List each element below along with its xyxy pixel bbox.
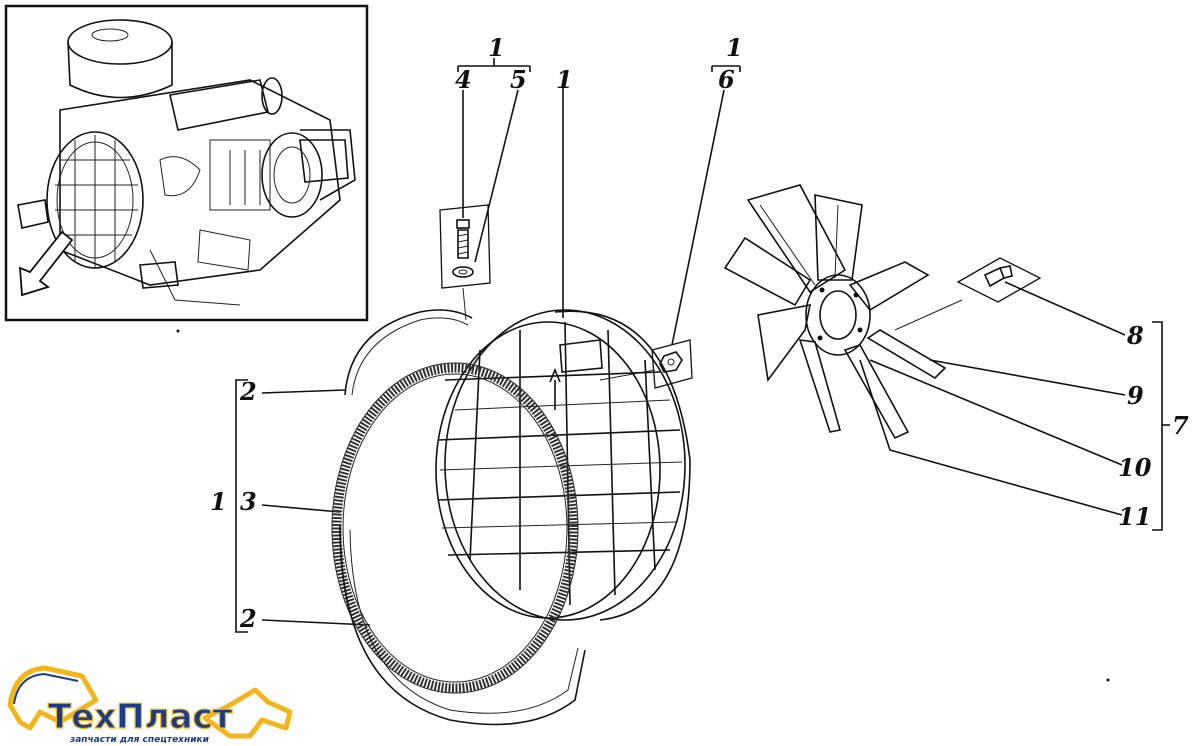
callout-9: 9 — [1127, 381, 1144, 410]
fan-shroud-drawing — [435, 309, 691, 621]
callout-labels: 1 4 5 1 1 6 2 1 3 2 8 9 7 10 11 — [210, 33, 1189, 633]
bolt-detail — [956, 257, 1042, 303]
callout-7: 7 — [1172, 411, 1189, 440]
seal-ring-drawing — [331, 362, 579, 694]
logo-name: ТехПласт — [48, 697, 233, 737]
engine-inset-drawing — [4, 4, 369, 322]
fan-blades-drawing — [723, 184, 947, 440]
arrow-icon — [18, 230, 74, 297]
callout-6: 6 — [718, 65, 735, 94]
callout-8: 8 — [1126, 321, 1144, 350]
retaining-strips-drawing — [339, 309, 586, 726]
callout-1-left: 1 — [210, 487, 227, 516]
callout-2-upper: 2 — [239, 377, 257, 406]
excavator-logo-icon — [7, 665, 99, 731]
callout-1-top-a: 1 — [488, 33, 505, 62]
company-logo: ТехПласт запчасти для спецтехники — [7, 665, 293, 745]
leader-lines — [235, 58, 1170, 633]
logo-tagline: запчасти для спецтехники — [69, 735, 210, 745]
callout-11: 11 — [1118, 502, 1151, 531]
nut-detail — [651, 339, 693, 389]
bolt-washer-detail — [439, 204, 491, 289]
callout-3: 3 — [240, 487, 257, 516]
callout-10: 10 — [1118, 453, 1152, 482]
callout-4: 4 — [455, 65, 472, 94]
callout-5: 5 — [510, 65, 527, 94]
callout-1-top-c: 1 — [726, 33, 743, 62]
callout-2-lower: 2 — [239, 604, 257, 633]
callout-1-top-b: 1 — [556, 65, 573, 94]
